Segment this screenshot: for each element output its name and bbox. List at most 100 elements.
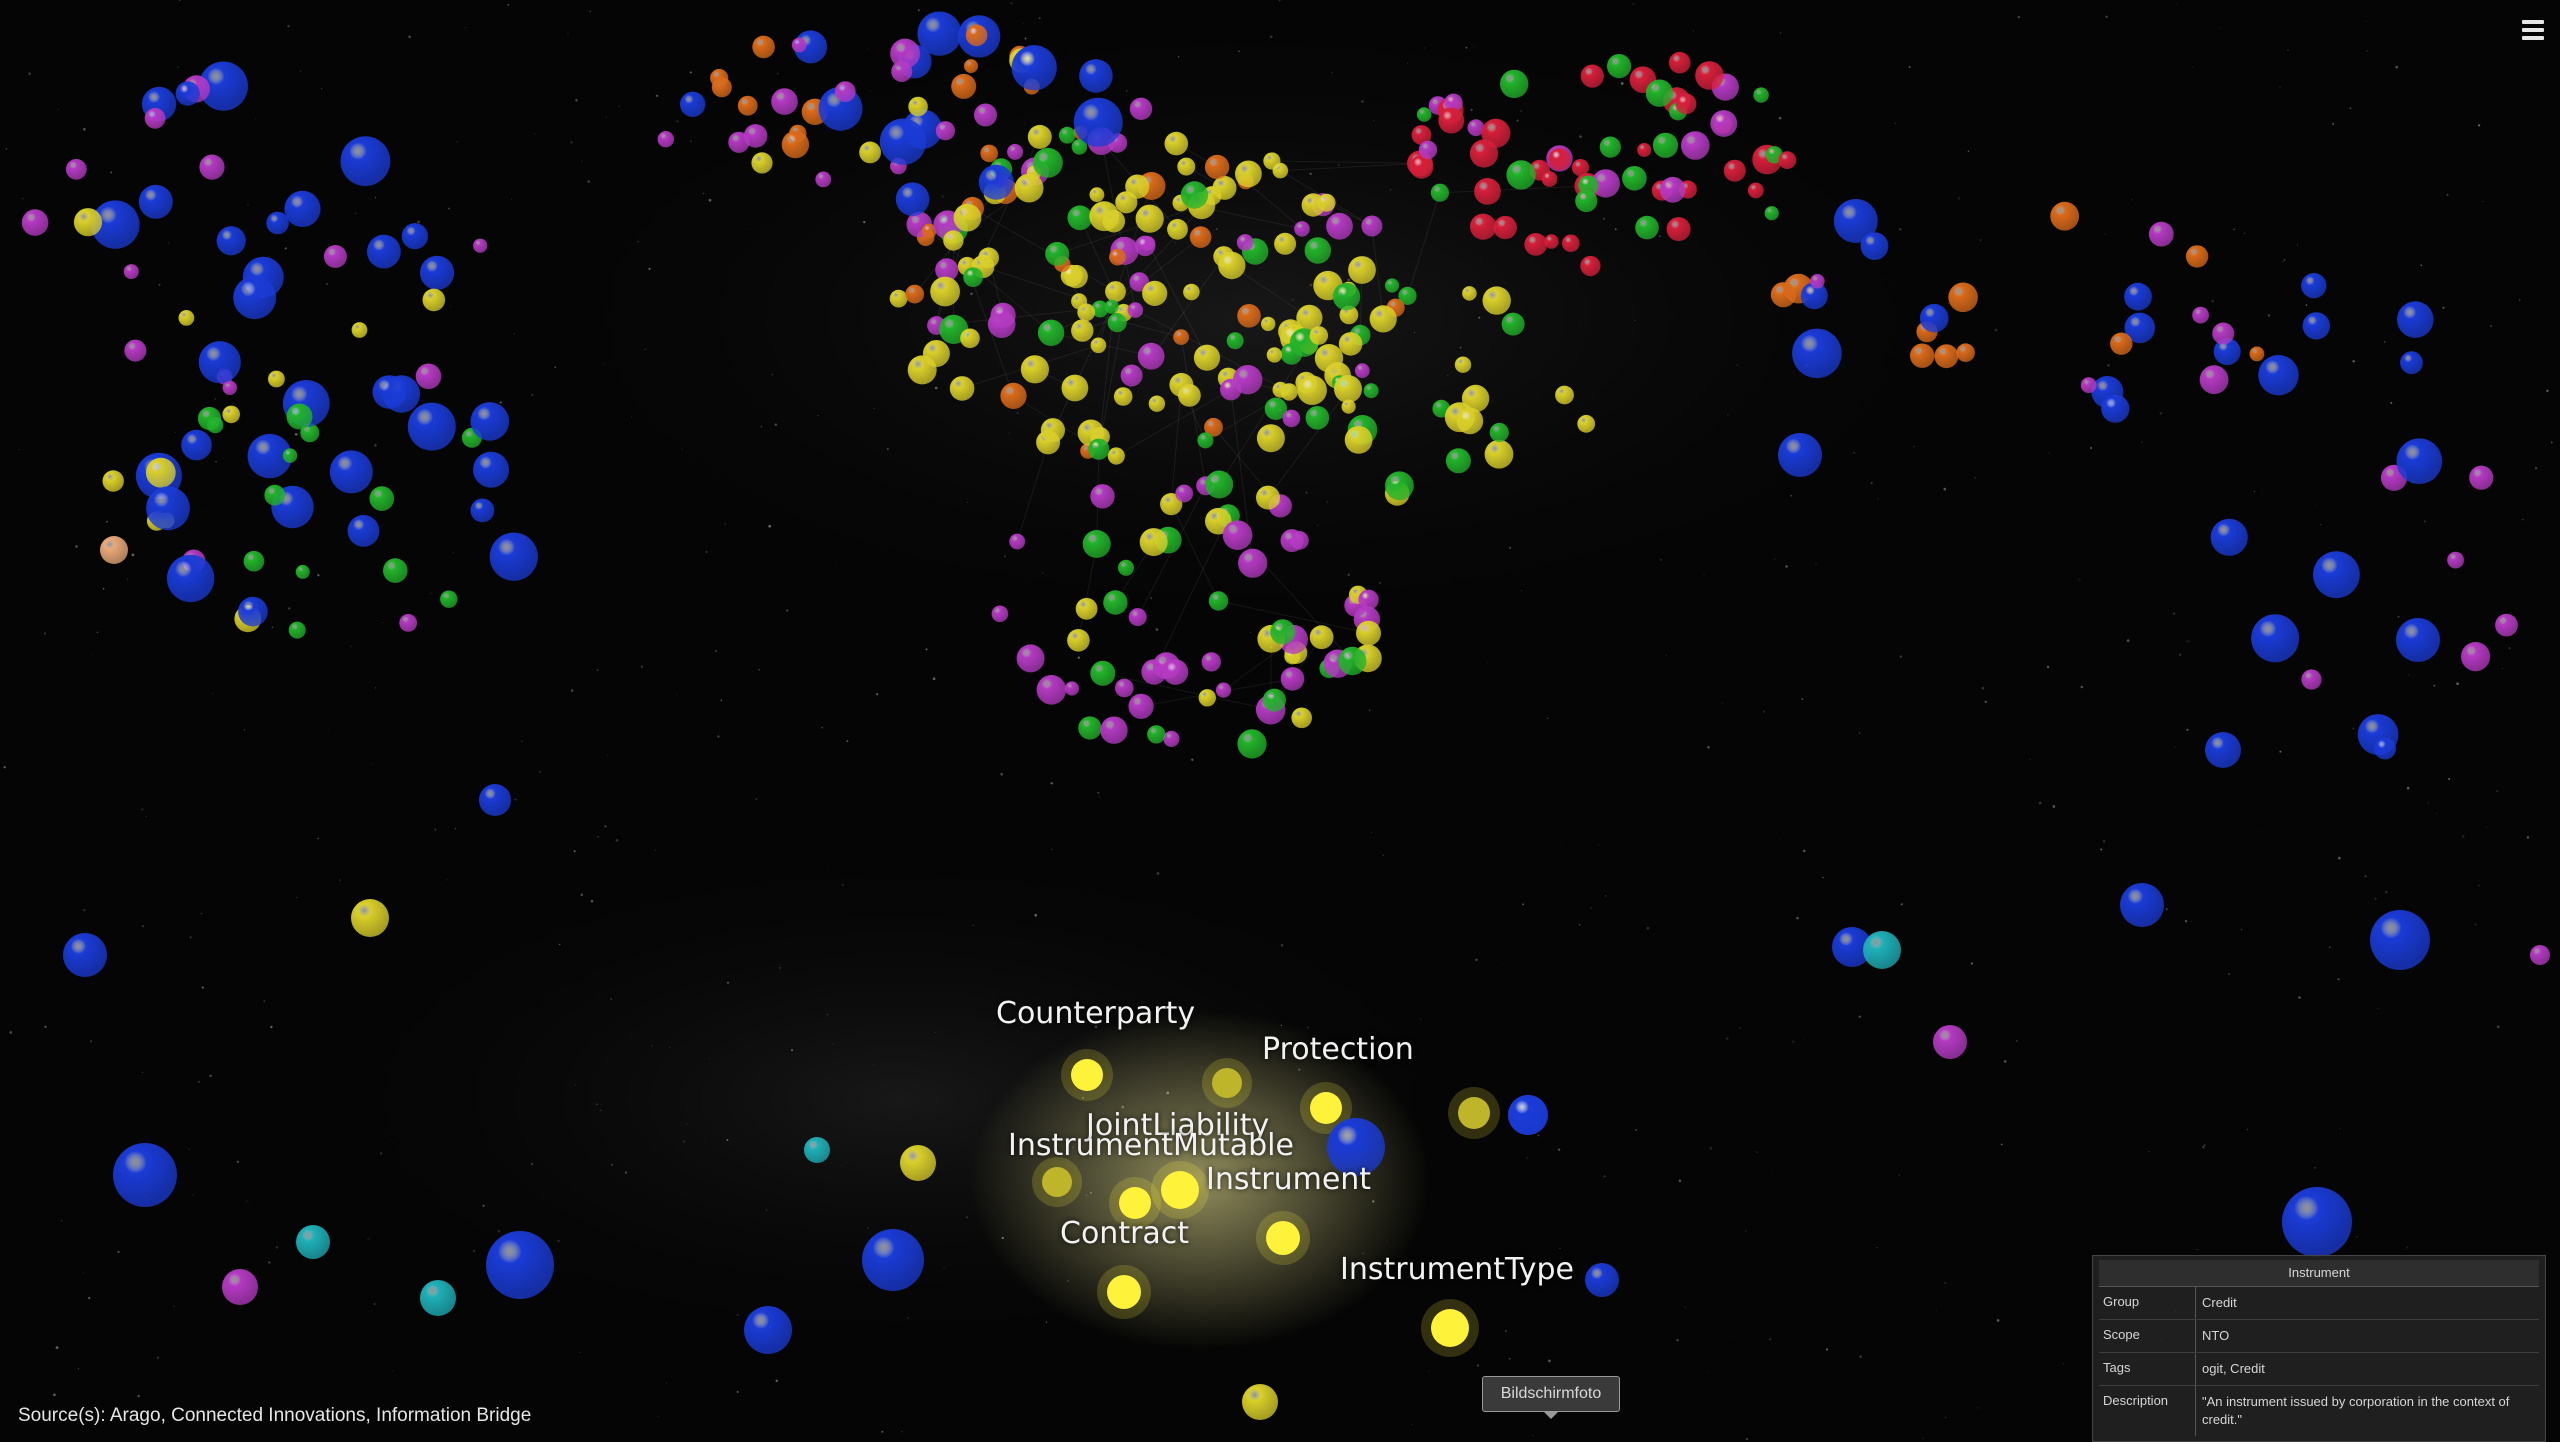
graph-node-yellow[interactable] (1315, 344, 1343, 372)
graph-node-green[interactable] (264, 485, 285, 506)
graph-node-blue[interactable] (113, 1143, 177, 1207)
graph-node-blue[interactable] (2397, 438, 2443, 484)
graph-node-yellow[interactable] (1257, 424, 1285, 452)
graph-node-purple[interactable] (1175, 485, 1193, 503)
graph-node-blue[interactable] (2120, 883, 2164, 927)
graph-node-purple[interactable] (974, 104, 997, 127)
graph-node-orange[interactable] (1000, 383, 1026, 409)
graph-node-blue[interactable] (373, 375, 407, 409)
graph-node-purple[interactable] (1238, 549, 1267, 578)
graph-node-yellow[interactable] (1455, 357, 1471, 373)
graph-node-peach[interactable] (100, 536, 128, 564)
graph-node-purple[interactable] (1130, 98, 1152, 120)
graph-node-red[interactable] (1669, 52, 1691, 74)
graph-node-green[interactable] (1506, 160, 1535, 189)
graph-node-yellow[interactable] (1125, 175, 1149, 199)
graph-node-blue[interactable] (1861, 232, 1889, 260)
graph-node-green[interactable] (1227, 332, 1244, 349)
graph-node-green[interactable] (1446, 448, 1471, 473)
graph-node-green[interactable] (1490, 423, 1509, 442)
graph-node-red[interactable] (1562, 235, 1580, 253)
graph-node-red[interactable] (1667, 217, 1691, 241)
graph-node-yellow[interactable] (1485, 440, 1514, 469)
graph-node-orange[interactable] (1237, 304, 1261, 328)
graph-node-yellow[interactable] (1334, 375, 1362, 403)
graph-node-red[interactable] (1724, 160, 1746, 182)
graph-node-yellow[interactable] (751, 152, 772, 173)
graph-node-blue[interactable] (2124, 283, 2152, 311)
graph-node-yellow[interactable] (179, 310, 195, 326)
graph-node-green[interactable] (1333, 283, 1360, 310)
graph-node-purple[interactable] (399, 614, 417, 632)
graph-node-blue[interactable] (1508, 1095, 1548, 1135)
graph-node-yellow[interactable] (1348, 256, 1376, 284)
graph-node-purple[interactable] (1681, 131, 1710, 160)
graph-node-blue[interactable] (896, 182, 930, 216)
graph-node-yellow[interactable] (943, 230, 963, 250)
graph-node-yellow[interactable] (1297, 375, 1327, 405)
graph-node-blue[interactable] (408, 403, 456, 451)
graph-node-yellow[interactable] (1218, 252, 1245, 279)
graph-node-green[interactable] (1646, 80, 1673, 107)
graph-node-yellow[interactable] (222, 406, 240, 424)
graph-node-green[interactable] (963, 267, 983, 287)
graph-node-blue[interactable] (402, 223, 428, 249)
graph-node-purple[interactable] (1202, 652, 1221, 671)
graph-node-yellow[interactable] (1089, 201, 1119, 231)
graph-node-yellow[interactable] (1108, 447, 1125, 464)
graph-node-red[interactable] (1438, 108, 1464, 134)
graph-node-yellow[interactable] (1177, 158, 1195, 176)
graph-node-purple[interactable] (792, 38, 807, 53)
graph-node-yellow[interactable] (1267, 347, 1282, 362)
graph-node-red[interactable] (1675, 93, 1696, 114)
graph-node-purple[interactable] (2301, 669, 2321, 689)
graph-node-cyan[interactable] (804, 1137, 830, 1163)
graph-node-blue[interactable] (2396, 618, 2440, 662)
graph-node-yellow[interactable] (1167, 219, 1188, 240)
graph-node-blue[interactable] (1585, 1263, 1619, 1297)
focused-node[interactable] (1071, 1059, 1103, 1091)
graph-node-yellow[interactable] (1178, 384, 1201, 407)
graph-node-purple[interactable] (1283, 410, 1301, 428)
graph-node-yellow[interactable] (923, 340, 950, 367)
graph-node-cyan[interactable] (420, 1280, 456, 1316)
graph-node-orange[interactable] (738, 96, 758, 116)
graph-node-yellow[interactable] (1105, 281, 1126, 302)
graph-node-orange[interactable] (2110, 333, 2132, 355)
graph-node-green[interactable] (1083, 530, 1111, 558)
graph-node-yellow[interactable] (1577, 415, 1595, 433)
graph-node-blue[interactable] (341, 136, 391, 186)
graph-node-yellow[interactable] (1310, 326, 1329, 345)
graph-node-purple[interactable] (991, 303, 1016, 328)
graph-node-purple[interactable] (1710, 110, 1737, 137)
graph-node-yellow[interactable] (1342, 400, 1356, 414)
graph-node-red[interactable] (1524, 233, 1547, 256)
graph-node-purple[interactable] (473, 239, 487, 253)
graph-node-green[interactable] (1147, 725, 1165, 743)
graph-node-yellow[interactable] (1291, 708, 1312, 729)
graph-node-blue[interactable] (146, 486, 190, 530)
graph-node-red[interactable] (1637, 143, 1651, 157)
graph-node-yellow[interactable] (950, 376, 975, 401)
graph-node-red[interactable] (1695, 61, 1724, 90)
graph-node-red[interactable] (1748, 183, 1764, 199)
graph-node-blue[interactable] (917, 11, 961, 55)
graph-node-purple[interactable] (658, 131, 674, 147)
graph-node-green[interactable] (1500, 70, 1528, 98)
graph-node-yellow[interactable] (1194, 345, 1220, 371)
graph-node-green[interactable] (1237, 729, 1266, 758)
graph-node-blue[interactable] (2400, 351, 2423, 374)
graph-node-orange[interactable] (1934, 344, 1958, 368)
graph-node-green[interactable] (244, 551, 265, 572)
hamburger-menu-icon[interactable] (2522, 20, 2544, 40)
graph-node-green[interactable] (1038, 320, 1064, 346)
graph-node-yellow[interactable] (900, 1145, 936, 1181)
graph-node-blue[interactable] (420, 256, 454, 290)
graph-node-purple[interactable] (1065, 681, 1079, 695)
graph-node-yellow[interactable] (1090, 187, 1105, 202)
graph-node-orange[interactable] (951, 74, 976, 99)
graph-node-purple[interactable] (199, 155, 224, 180)
graph-node-green[interactable] (1108, 313, 1127, 332)
graph-node-purple[interactable] (1223, 520, 1253, 550)
graph-node-green[interactable] (1045, 242, 1069, 266)
